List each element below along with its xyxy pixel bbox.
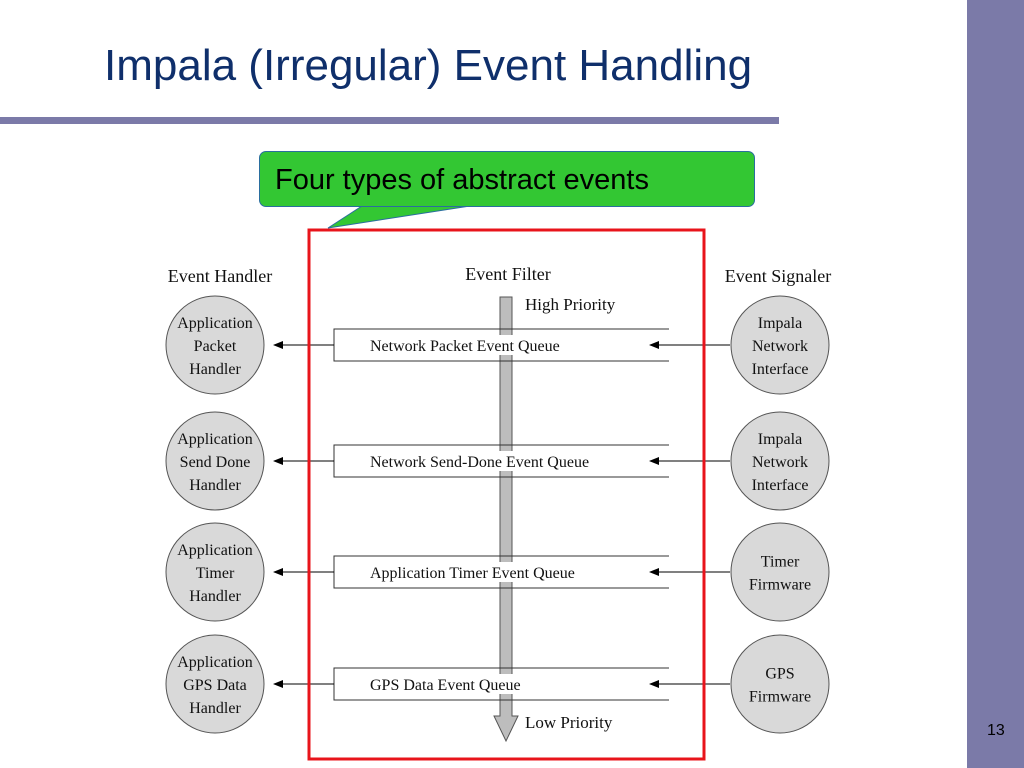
event-handler-node bbox=[165, 295, 265, 395]
event-handler-label: Timer bbox=[196, 565, 235, 582]
callout-box bbox=[259, 151, 755, 207]
slide-side-bar bbox=[967, 0, 1024, 768]
event-signaler-label: Interface bbox=[752, 361, 809, 378]
event-signaler-label: Firmware bbox=[749, 689, 811, 706]
event-filter-highlight-box bbox=[307, 228, 706, 761]
event-handler-heading: Event Handler bbox=[168, 266, 272, 286]
event-signaler-label: Impala bbox=[758, 315, 802, 332]
slide-title: Impala (Irregular) Event Handling bbox=[104, 41, 753, 90]
low-priority-label: Low Priority bbox=[525, 713, 613, 732]
event-queue-label: Application Timer Event Queue bbox=[370, 565, 575, 582]
title-underline bbox=[0, 117, 779, 124]
event-handler-label: Application bbox=[177, 654, 253, 671]
event-handler-label: Handler bbox=[189, 361, 241, 378]
event-signaler-node bbox=[730, 295, 830, 395]
event-handler-label: Send Done bbox=[180, 454, 251, 471]
event-handler-label: Handler bbox=[189, 477, 241, 494]
event-handler-node bbox=[165, 411, 265, 511]
priority-arrow bbox=[493, 296, 519, 743]
event-signaler-node bbox=[730, 522, 830, 622]
event-handler-node bbox=[165, 522, 265, 622]
event-queue-label-bg bbox=[345, 451, 645, 471]
event-queue-label: GPS Data Event Queue bbox=[370, 677, 521, 694]
event-queue-label-bg bbox=[345, 674, 645, 694]
high-priority-label: High Priority bbox=[525, 295, 616, 314]
event-queue-label-bg bbox=[345, 562, 645, 582]
event-handler-node bbox=[165, 634, 265, 734]
event-filter-heading: Event Filter bbox=[465, 264, 550, 284]
event-signaler-label: GPS bbox=[765, 666, 794, 683]
event-signaler-label: Firmware bbox=[749, 577, 811, 594]
event-handler-label: GPS Data bbox=[183, 677, 247, 694]
event-handler-label: Application bbox=[177, 431, 253, 448]
event-queue-label-bg bbox=[345, 335, 645, 355]
event-signaler-node bbox=[730, 411, 830, 511]
event-signaler-label: Timer bbox=[761, 554, 800, 571]
event-handler-label: Handler bbox=[189, 588, 241, 605]
event-signaler-label: Network bbox=[752, 338, 808, 355]
event-handler-label: Application bbox=[177, 542, 253, 559]
callout-text: Four types of abstract events bbox=[275, 164, 649, 196]
event-handler-label: Packet bbox=[194, 338, 237, 355]
event-signaler-label: Network bbox=[752, 454, 808, 471]
event-signaler-heading: Event Signaler bbox=[725, 266, 831, 286]
event-signaler-node bbox=[730, 634, 830, 734]
event-signaler-label: Interface bbox=[752, 477, 809, 494]
event-handler-label: Application bbox=[177, 315, 253, 332]
event-queue-label: Network Send-Done Event Queue bbox=[370, 454, 589, 471]
page-number: 13 bbox=[987, 722, 1005, 739]
event-handler-label: Handler bbox=[189, 700, 241, 717]
event-signaler-label: Impala bbox=[758, 431, 802, 448]
event-queue-label: Network Packet Event Queue bbox=[370, 338, 560, 355]
